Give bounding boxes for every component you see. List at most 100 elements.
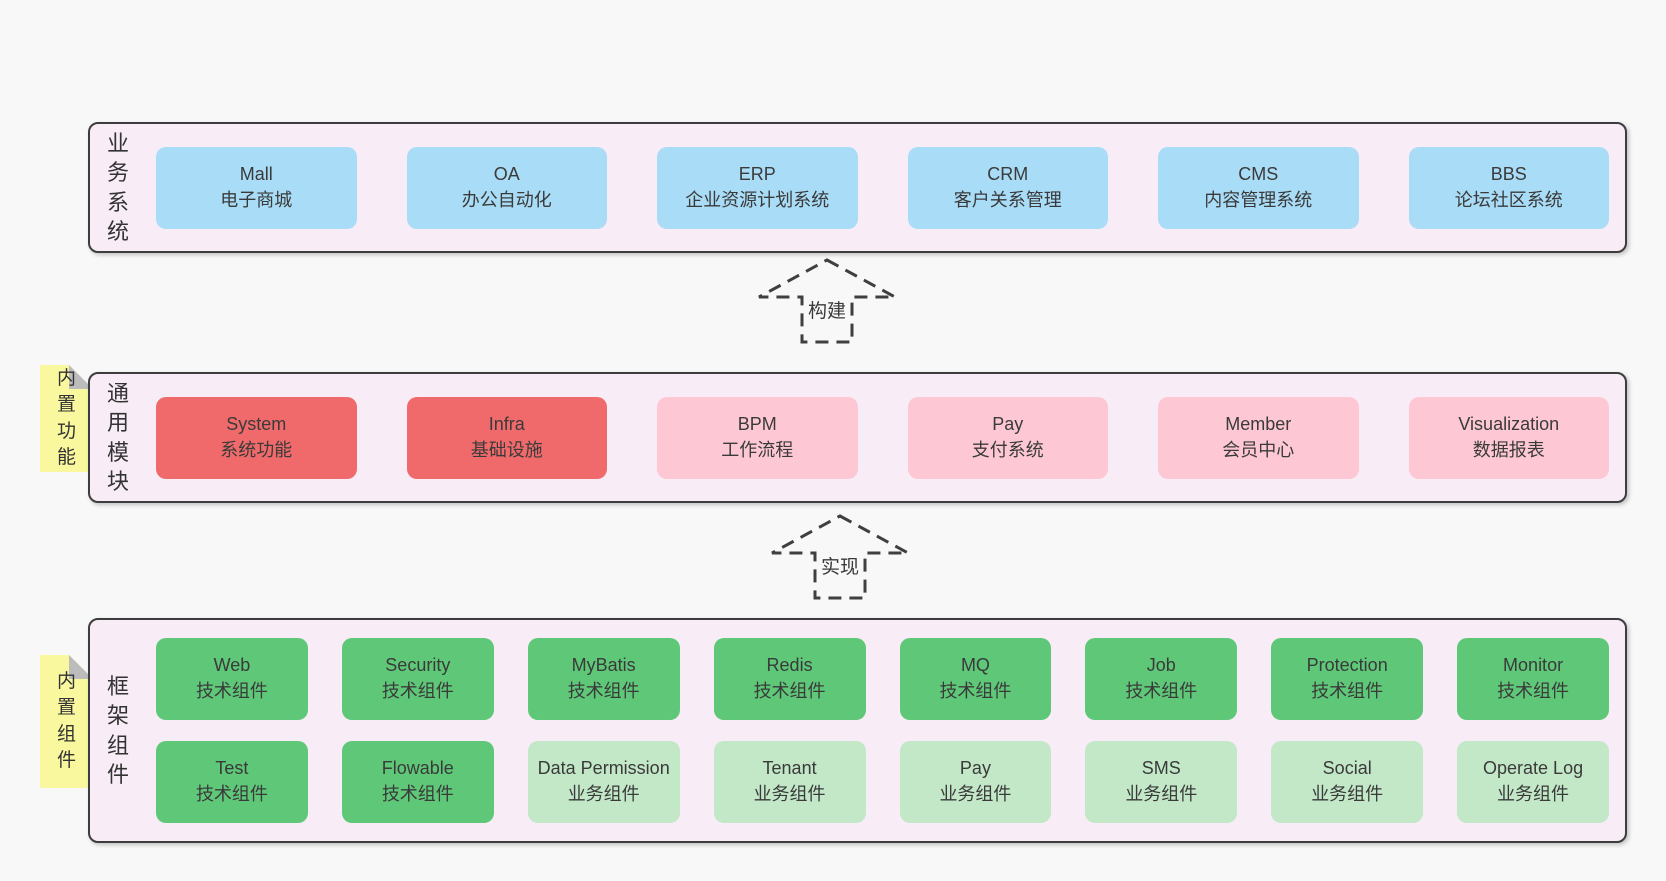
- box-subtitle: 业务组件: [1497, 784, 1570, 804]
- module-row: Test 技术组件 Flowable 技术组件 Data Permission 业务组件 T…: [156, 741, 1609, 823]
- box-mall: Mall 电子商城: [156, 146, 357, 229]
- sticky-note-label: 内置功能: [40, 365, 93, 472]
- box-name: Member: [1225, 413, 1292, 434]
- box-system: System 系统功能: [156, 396, 357, 479]
- box-test: Test 技术组件: [156, 741, 308, 823]
- module-row: System 系统功能 Infra 基础设施 BPM 工作流程 Pay 支付系统 Member 会…: [156, 396, 1609, 479]
- box-pay: Pay 业务组件: [899, 741, 1052, 823]
- box-subtitle: 业务组件: [1125, 784, 1198, 804]
- box-name: Pay: [959, 758, 991, 779]
- box-name: System: [226, 413, 287, 434]
- box-name: Security: [385, 655, 451, 676]
- box-pay: Pay 支付系统: [907, 396, 1108, 479]
- box-subtitle: 技术组件: [1497, 681, 1570, 701]
- box-social: Social 业务组件: [1271, 741, 1424, 823]
- box-subtitle: 会员中心: [1222, 439, 1295, 460]
- sticky-note-text: 内置功能: [56, 368, 76, 468]
- sticky-note-label: 内置组件: [40, 655, 93, 788]
- box-name: SMS: [1141, 758, 1181, 779]
- box-name: Flowable: [381, 758, 454, 779]
- box-subtitle: 数据报表: [1472, 439, 1545, 460]
- box-subtitle: 技术组件: [753, 681, 826, 701]
- box-name: Redis: [766, 655, 813, 676]
- section-label-text: 框架组件: [106, 674, 129, 787]
- box-name: Protection: [1306, 655, 1388, 676]
- section-box-grid: System 系统功能 Infra 基础设施 BPM 工作流程 Pay 支付系统 Member 会…: [146, 374, 1625, 501]
- box-name: Pay: [992, 413, 1024, 434]
- box-redis: Redis 技术组件: [713, 638, 866, 720]
- box-subtitle: 工作流程: [721, 439, 794, 460]
- box-operate-log: Operate Log 业务组件: [1457, 741, 1609, 823]
- box-subtitle: 技术组件: [381, 784, 454, 804]
- box-name: Visualization: [1458, 413, 1560, 434]
- box-protection: Protection 技术组件: [1271, 638, 1424, 720]
- section-label: 框架组件: [90, 620, 146, 841]
- box-name: Tenant: [762, 758, 817, 779]
- box-subtitle: 技术组件: [1311, 681, 1384, 701]
- box-name: Operate Log: [1483, 758, 1584, 779]
- box-infra: Infra 基础设施: [406, 396, 607, 479]
- box-subtitle: 业务组件: [939, 784, 1012, 804]
- box-name: BBS: [1490, 163, 1527, 184]
- box-mq: MQ 技术组件: [899, 638, 1052, 720]
- up-arrow-icon: [758, 258, 896, 344]
- box-oa: OA 办公自动化: [406, 146, 607, 229]
- section-label: 通用模块: [90, 374, 146, 501]
- box-bbs: BBS 论坛社区系统: [1408, 146, 1609, 229]
- box-name: OA: [493, 163, 520, 184]
- box-subtitle: 业务组件: [567, 784, 640, 804]
- box-crm: CRM 客户关系管理: [907, 146, 1108, 229]
- build-arrow: 构建: [755, 256, 899, 346]
- box-name: Infra: [488, 413, 525, 434]
- box-subtitle: 电子商城: [220, 189, 293, 210]
- up-arrow-icon: [771, 514, 909, 600]
- section-label: 业务系统: [90, 124, 146, 251]
- box-subtitle: 基础设施: [470, 439, 543, 460]
- box-name: Mall: [239, 163, 273, 184]
- implement-arrow: 实现: [768, 512, 912, 602]
- box-sms: SMS 业务组件: [1085, 741, 1238, 823]
- box-name: Test: [215, 758, 249, 779]
- box-name: Data Permission: [537, 758, 670, 779]
- box-flowable: Flowable 技术组件: [341, 741, 494, 823]
- box-member: Member 会员中心: [1158, 396, 1359, 479]
- arrow-label: 构建: [804, 296, 850, 323]
- box-subtitle: 支付系统: [971, 439, 1044, 460]
- box-subtitle: 业务组件: [1311, 784, 1384, 804]
- box-subtitle: 办公自动化: [461, 189, 552, 210]
- section-common-modules: 通用模块 System 系统功能 Infra 基础设施 BPM 工作流程 Pay 支付系统 Me…: [88, 372, 1627, 503]
- box-name: Job: [1146, 655, 1176, 676]
- sticky-note-built-in-components: 内置组件: [40, 655, 93, 788]
- box-bpm: BPM 工作流程: [657, 396, 858, 479]
- box-data-permission: Data Permission 业务组件: [527, 741, 680, 823]
- box-subtitle: 客户关系管理: [953, 189, 1062, 210]
- box-subtitle: 论坛社区系统: [1454, 189, 1563, 210]
- box-name: MQ: [960, 655, 990, 676]
- box-name: CRM: [987, 163, 1029, 184]
- box-security: Security 技术组件: [341, 638, 494, 720]
- arrow-label: 实现: [817, 552, 863, 579]
- box-subtitle: 技术组件: [939, 681, 1012, 701]
- box-subtitle: 技术组件: [195, 784, 268, 804]
- box-subtitle: 企业资源计划系统: [685, 189, 830, 210]
- sticky-note-text: 内置组件: [56, 671, 76, 771]
- section-label-text: 业务系统: [106, 131, 129, 244]
- box-subtitle: 技术组件: [195, 681, 268, 701]
- box-subtitle: 内容管理系统: [1204, 189, 1313, 210]
- box-name: Social: [1322, 758, 1372, 779]
- box-name: BPM: [737, 413, 777, 434]
- box-subtitle: 技术组件: [381, 681, 454, 701]
- box-subtitle: 系统功能: [220, 439, 293, 460]
